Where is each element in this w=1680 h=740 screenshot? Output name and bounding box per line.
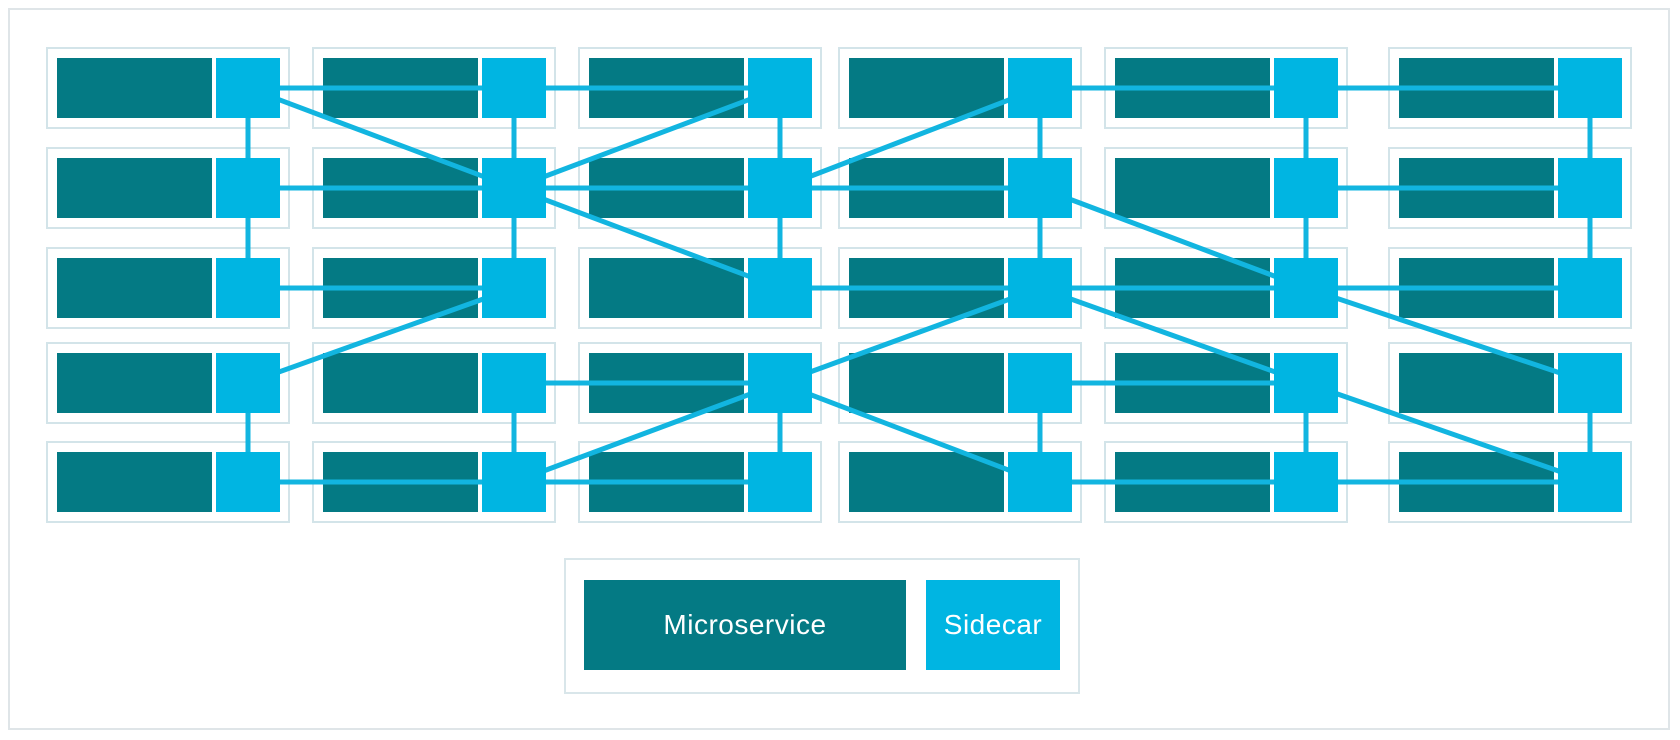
sidecar-box (1274, 58, 1338, 118)
sidecar-box (748, 58, 812, 118)
microservice-box (849, 452, 1004, 512)
sidecar-box (1274, 258, 1338, 318)
sidecar-box (1008, 353, 1072, 413)
sidecar-box (1558, 353, 1622, 413)
sidecar-box (482, 452, 546, 512)
legend-microservice-label: Microservice (663, 609, 827, 640)
microservice-box (57, 353, 212, 413)
mesh-link (777, 285, 1043, 386)
microservice-box (57, 58, 212, 118)
legend-sidecar: Sidecar (926, 580, 1060, 670)
microservice-box (57, 158, 212, 218)
mesh-link (1303, 285, 1593, 386)
sidecar-box (482, 58, 546, 118)
mesh-link (245, 285, 517, 386)
mesh-link (1037, 285, 1309, 386)
sidecar-box (1274, 158, 1338, 218)
microservice-box (57, 258, 212, 318)
sidecar-box (216, 353, 280, 413)
sidecar-box (1274, 353, 1338, 413)
mesh-link (511, 85, 783, 191)
sidecar-box (1008, 258, 1072, 318)
mesh-link (511, 185, 783, 291)
pods-layer (46, 47, 1632, 523)
mesh-link (777, 85, 1043, 191)
mesh-link (777, 380, 1043, 485)
microservice-box (849, 58, 1004, 118)
mesh-link (511, 380, 783, 485)
legend-sidecar-label: Sidecar (943, 609, 1043, 640)
sidecar-box (1008, 452, 1072, 512)
sidecar-box (1558, 158, 1622, 218)
mesh-link (245, 85, 517, 191)
sidecar-box (216, 452, 280, 512)
sidecar-box (1008, 58, 1072, 118)
microservice-box (849, 353, 1004, 413)
microservice-box (57, 452, 212, 512)
sidecar-box (748, 158, 812, 218)
microservice-box (323, 353, 478, 413)
sidecar-box (748, 353, 812, 413)
sidecar-box (216, 258, 280, 318)
sidecar-box (748, 258, 812, 318)
sidecar-box (748, 452, 812, 512)
mesh-link (1037, 185, 1309, 291)
legend-microservice: Microservice (584, 580, 906, 670)
sidecar-box (1558, 58, 1622, 118)
sidecar-box (1558, 452, 1622, 512)
sidecar-box (1008, 158, 1072, 218)
sidecar-box (1558, 258, 1622, 318)
sidecar-box (482, 353, 546, 413)
sidecar-box (482, 158, 546, 218)
sidecars-layer (216, 58, 1622, 512)
sidecar-box (216, 158, 280, 218)
sidecar-box (482, 258, 546, 318)
microservice-box (589, 258, 744, 318)
mesh-link (1303, 380, 1593, 485)
sidecar-box (1274, 452, 1338, 512)
microservice-box (1115, 158, 1270, 218)
sidecar-box (216, 58, 280, 118)
